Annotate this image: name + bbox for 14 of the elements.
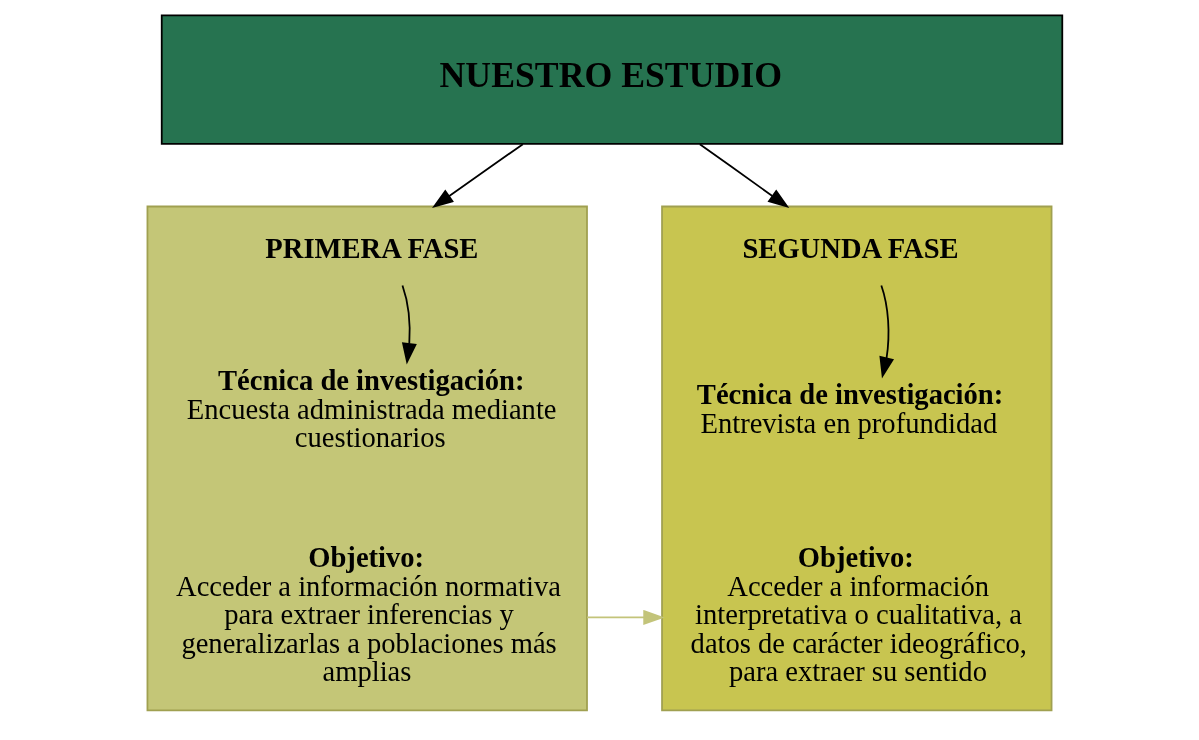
- arrow: [401, 284, 417, 365]
- node-text: Objetivo: Acceder a información normativa para extraer inferencias y generalizarlas a poblaciones más amplias: [176, 542, 561, 688]
- cluster: [146, 205, 588, 712]
- arrow: [698, 143, 790, 209]
- node-text: Objetivo: Acceder a información interpretativa o cualitativa, a datos de carácter ideográfico, para extraer su sentido: [690, 542, 1028, 688]
- arrow: [879, 284, 895, 379]
- arrow: [432, 143, 524, 209]
- node-text: PRIMERA FASE: [265, 232, 479, 264]
- node-text: Técnica de investigación: Entrevista en profundidad: [696, 379, 1004, 440]
- cluster: [661, 205, 1053, 712]
- arrow: [586, 609, 665, 625]
- node-box: NUESTRO ESTUDIO: [160, 14, 1064, 145]
- node-text: SEGUNDA FASE: [742, 232, 959, 264]
- node-text: Técnica de investigación: Encuesta administrada mediante cuestionarios: [186, 365, 557, 454]
